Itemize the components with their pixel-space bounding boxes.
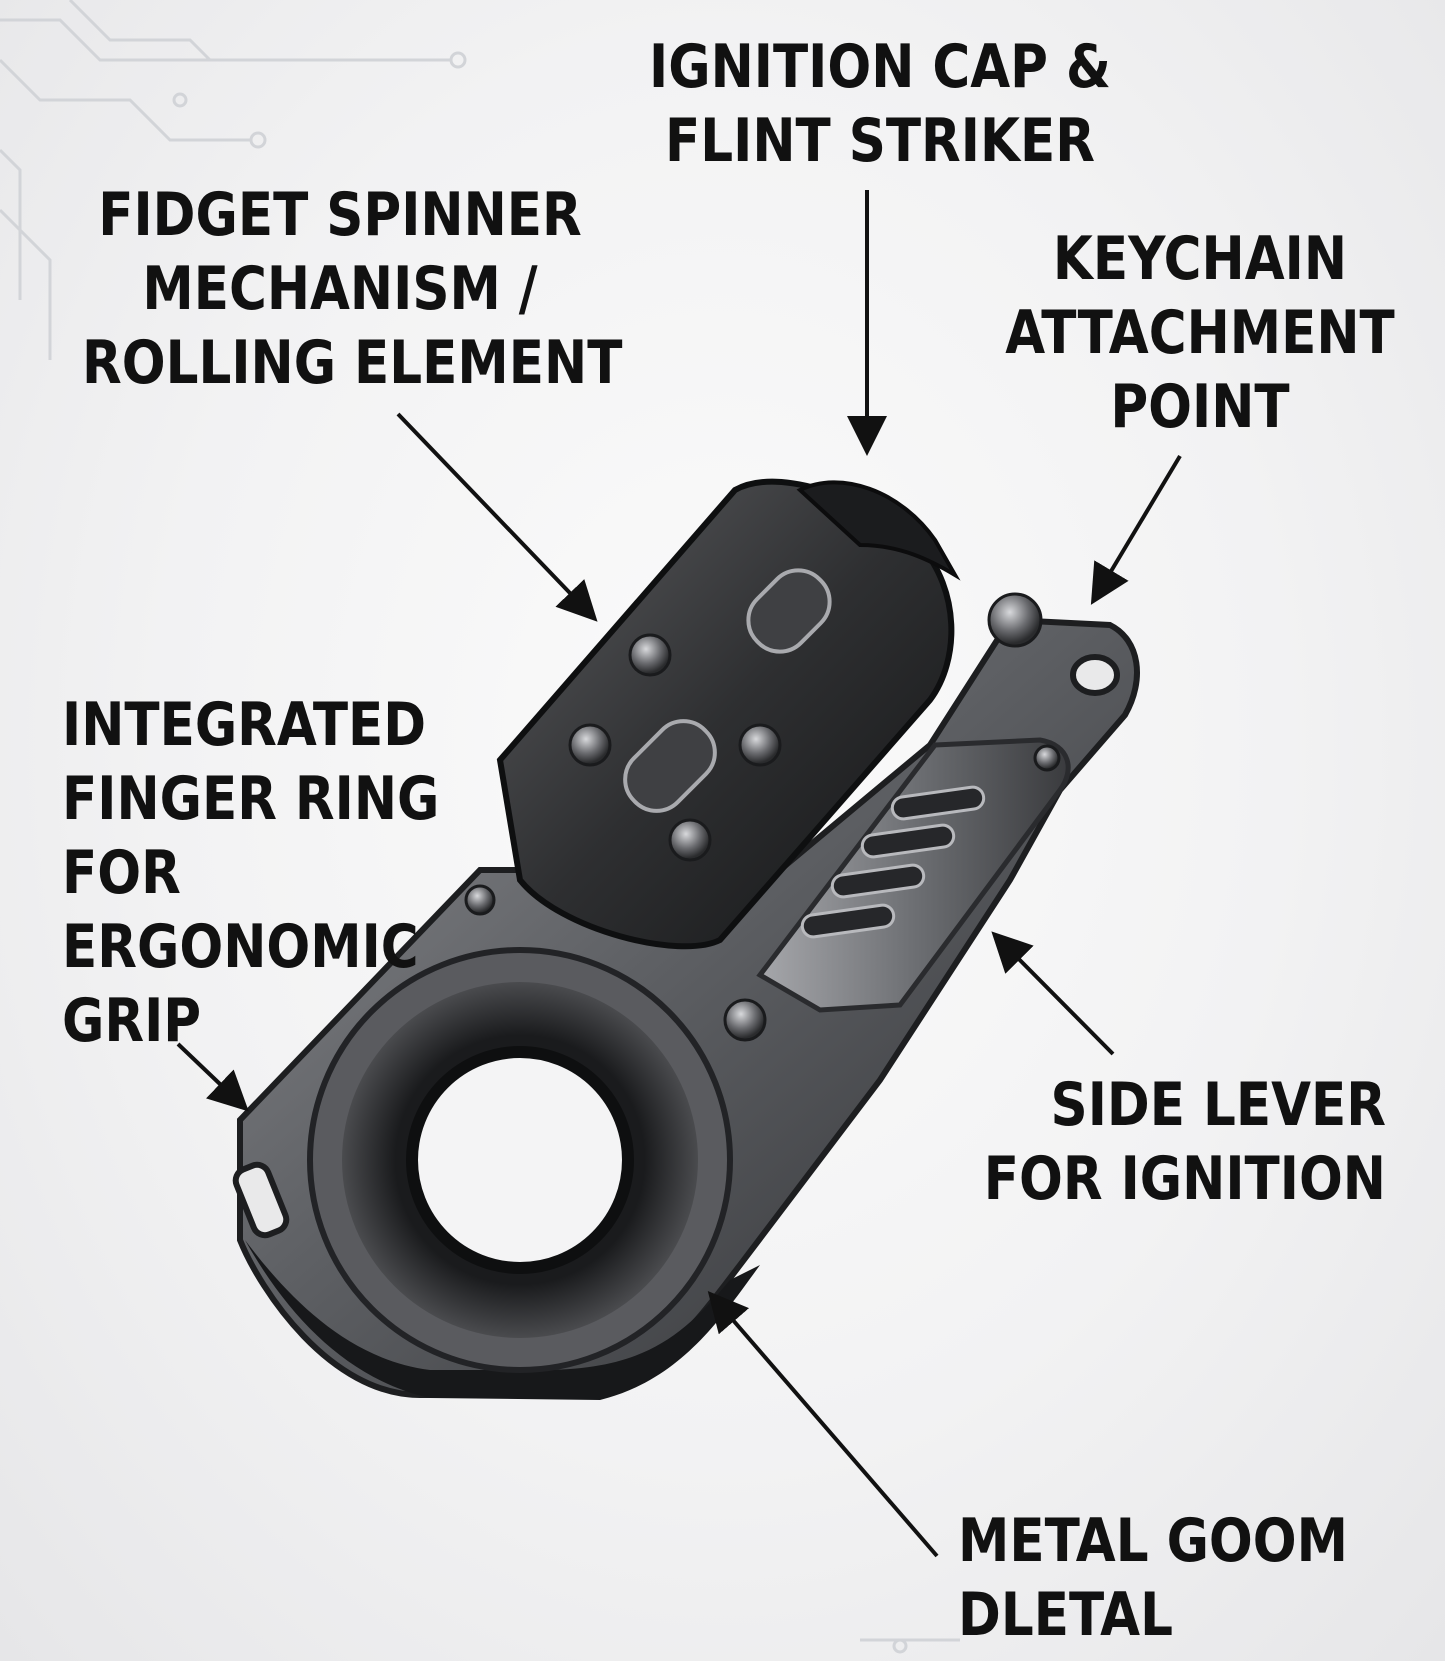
label-line: IGNITION CAP & <box>649 32 1111 102</box>
label-ignition-cap: IGNITION CAP & FLINT STRIKER <box>639 30 1121 178</box>
label-line: GRIP <box>62 986 202 1056</box>
label-line: FOR IGNITION <box>983 1144 1386 1214</box>
label-metal: METAL GOOM DLETAL <box>958 1504 1371 1652</box>
cap-window-bottom <box>623 719 717 813</box>
screws <box>464 592 1061 1042</box>
label-keychain-point: KEYCHAIN ATTACHMENT POINT <box>994 222 1407 444</box>
label-line: MECHANISM / <box>142 254 538 324</box>
label-line: KEYCHAIN <box>1052 224 1348 294</box>
spinner-cap <box>496 478 961 950</box>
circuit-traces <box>0 0 960 1654</box>
lanyard-slot <box>232 1161 290 1239</box>
label-line: DLETAL <box>958 1580 1173 1650</box>
label-line: METAL GOOM <box>958 1506 1349 1576</box>
label-line: ERGONOMIC <box>62 912 419 982</box>
label-line: FIDGET SPINNER <box>98 180 582 250</box>
label-finger-ring: INTEGRATED FINGER RING FOR ERGONOMIC GRI… <box>62 688 440 1058</box>
lever-grip-slots <box>800 785 986 939</box>
label-line: POINT <box>1110 372 1290 442</box>
screw-icon <box>464 884 496 916</box>
lighter-device <box>232 478 1140 1400</box>
screw-icon <box>1033 744 1061 772</box>
ignition-cap-top <box>796 480 961 581</box>
finger-ring <box>307 947 733 1373</box>
cap-window-top <box>746 568 832 654</box>
arrow-icon <box>991 931 1115 1056</box>
label-line: FOR <box>62 838 181 908</box>
screw-icon <box>987 592 1043 648</box>
label-fidget-spinner: FIDGET SPINNER MECHANISM / ROLLING ELEME… <box>82 178 623 400</box>
callout-arrows <box>176 190 1182 1558</box>
label-line: INTEGRATED <box>62 690 427 760</box>
arrow-icon <box>396 412 598 622</box>
screw-icon <box>738 723 782 767</box>
label-side-lever: SIDE LEVER FOR IGNITION <box>968 1068 1386 1216</box>
label-line: ATTACHMENT <box>1005 298 1395 368</box>
arrow-icon <box>176 1042 249 1112</box>
arrow-icon <box>1090 454 1182 605</box>
screw-icon <box>568 723 612 767</box>
screw-icon <box>628 633 672 677</box>
keychain-loop <box>1070 654 1120 696</box>
screw-icon <box>723 998 767 1042</box>
label-line: FINGER RING <box>62 764 440 834</box>
label-line: FLINT STRIKER <box>665 106 1095 176</box>
body-base-shadow <box>245 1240 760 1400</box>
label-line: ROLLING ELEMENT <box>82 328 623 398</box>
label-line: SIDE LEVER <box>1050 1070 1386 1140</box>
arrow-icon <box>707 1290 939 1558</box>
screw-icon <box>668 818 712 862</box>
